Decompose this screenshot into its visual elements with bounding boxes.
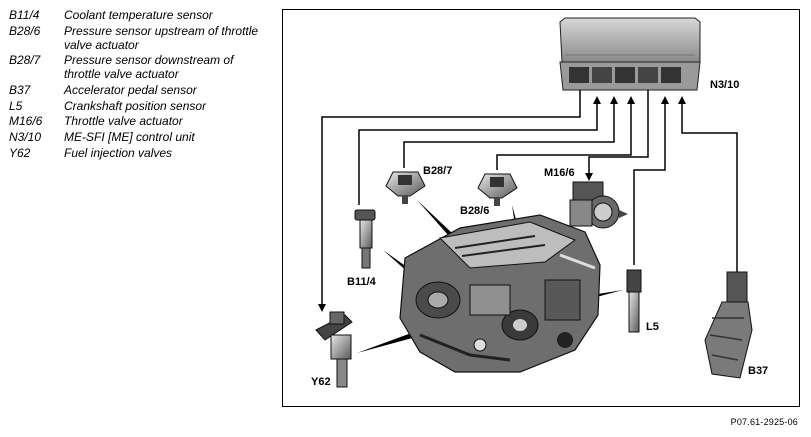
accelerator-pedal-b37 [704, 271, 753, 379]
line-b11-4 [358, 96, 601, 205]
signal-lines [318, 90, 738, 312]
label-n3-10: N3/10 [710, 79, 739, 91]
legend-code: M16/6 [9, 114, 43, 129]
legend-description: ME-SFI [ME] control unit [64, 130, 195, 145]
legend-description: Crankshaft position sensor [64, 98, 207, 113]
component-legend: B11/4 Coolant temperature sensor B28/6 P… [9, 8, 264, 162]
control-unit-n3-10 [559, 17, 701, 91]
label-b28-7: B28/7 [423, 165, 452, 177]
label-m16-6: M16/6 [544, 167, 575, 179]
legend-description: Pressure sensor downstream of throttle v… [64, 53, 234, 82]
line-b28-7 [403, 96, 618, 168]
engine-illustration [399, 214, 601, 373]
legend-code: B37 [9, 83, 31, 98]
label-b37: B37 [748, 365, 768, 377]
legend-row: N3/10 ME-SFI [ME] control unit [9, 130, 264, 144]
legend-row: Y62 Fuel injection valves [9, 146, 264, 160]
line-y62 [318, 90, 581, 312]
legend-row: L5 Crankshaft position sensor [9, 99, 264, 113]
label-b28-6: B28/6 [460, 205, 489, 217]
legend-row: B11/4 Coolant temperature sensor [9, 8, 264, 22]
line-m16-6 [585, 90, 649, 181]
legend-description: Throttle valve actuator [64, 114, 183, 129]
legend-description: Pressure sensor upstream of throttle val… [64, 23, 259, 52]
legend-description: Accelerator pedal sensor [64, 83, 197, 98]
legend-code: B28/6 [9, 23, 41, 38]
figure-reference: P07.61-2925-06 [730, 417, 798, 427]
legend-row: B28/6 Pressure sensor upstream of thrott… [9, 24, 264, 52]
legend-row: M16/6 Throttle valve actuator [9, 114, 264, 128]
sensor-b28-7 [385, 171, 426, 204]
line-b28-6 [496, 96, 635, 170]
line-l5 [633, 96, 669, 265]
label-y62: Y62 [311, 376, 331, 388]
legend-row: B37 Accelerator pedal sensor [9, 83, 264, 97]
legend-code: Y62 [9, 145, 31, 160]
sensor-b11-4 [354, 209, 376, 269]
diagram-frame [282, 9, 800, 407]
label-b11-4: B11/4 [347, 276, 377, 288]
label-l5: L5 [646, 321, 659, 333]
legend-code: B11/4 [9, 8, 40, 22]
throttle-actuator-m16-6 [569, 181, 628, 229]
legend-description: Fuel injection valves [64, 145, 173, 160]
legend-code: B28/7 [9, 53, 41, 68]
injector-y62 [315, 311, 353, 388]
sensor-l5 [626, 269, 642, 333]
line-b37 [678, 96, 738, 275]
legend-code: L5 [9, 98, 23, 113]
legend-code: N3/10 [9, 130, 42, 145]
legend-row: B28/7 Pressure sensor downstream of thro… [9, 53, 264, 81]
sensor-b28-6 [477, 173, 518, 206]
legend-description: Coolant temperature sensor [64, 8, 213, 22]
